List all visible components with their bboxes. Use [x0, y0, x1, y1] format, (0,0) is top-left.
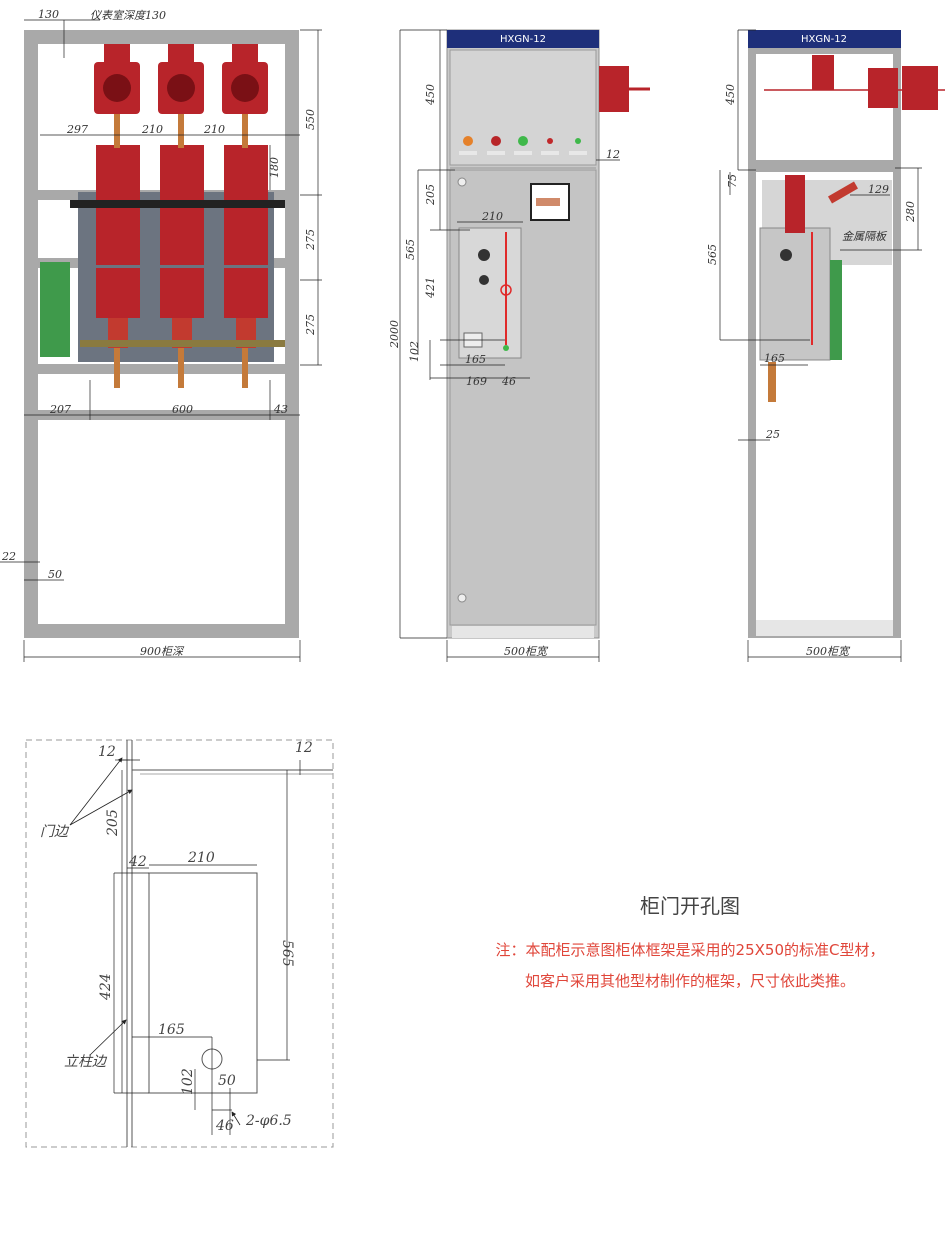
- door-cutout-window: [148, 872, 258, 1094]
- rear-top-insulator: [812, 55, 834, 90]
- door-dim-210: 210: [187, 850, 215, 866]
- front-dim-565: 565: [404, 239, 417, 260]
- door-dim-12b: 12: [295, 740, 313, 756]
- caption-note-line1: 注：本配柜示意图柜体框架是采用的25X50的标准C型材，: [495, 941, 885, 959]
- side-dim-275b: 275: [304, 314, 317, 336]
- rear-title-band: [748, 30, 901, 48]
- side-dim-550: 550: [304, 109, 317, 130]
- side-depth-label: 900柜深: [140, 645, 185, 658]
- side-frame-low-beam: [24, 364, 299, 374]
- door-dim-50: 50: [218, 1073, 236, 1089]
- rear-switch-panel: [759, 227, 831, 361]
- rear-width-label: 500柜宽: [806, 645, 851, 658]
- door-dim-205: 205: [105, 809, 121, 837]
- rear-view: HXGN-12: [706, 29, 945, 662]
- front-dim-46: 46: [501, 375, 516, 388]
- side-frame-right-post: [285, 30, 299, 638]
- secondary-wiring-block: [40, 262, 70, 357]
- door-lock-top: [457, 177, 467, 187]
- front-dim-2000: 2000: [388, 320, 401, 349]
- side-dim-600: 600: [172, 403, 193, 416]
- instrument-door: [449, 49, 597, 166]
- door-dim-46: 46: [215, 1118, 234, 1134]
- caption-note-line2: 如客户采用其他型材制作的框架，尺寸依此类推。: [524, 972, 855, 990]
- door-dim-42: 42: [128, 854, 147, 870]
- door-hole-spec: 2-φ6.5: [245, 1113, 292, 1129]
- rear-dim-450: 450: [724, 84, 737, 106]
- front-dim-12: 12: [606, 148, 620, 161]
- door-dim-102: 102: [180, 1068, 196, 1095]
- front-cable-bushing: [599, 66, 650, 112]
- insulator-columns: [96, 145, 268, 348]
- rear-dim-565: 565: [706, 244, 719, 265]
- side-frame-bottom-beam: [24, 624, 299, 638]
- front-model-title: HXGN-12: [500, 34, 546, 45]
- side-frame-top-beam: [24, 30, 299, 44]
- door-cutout-drawing: 12 12 205 门边 42 210 565 424 165 立柱边 102 …: [25, 739, 334, 1148]
- door-lock-bottom: [457, 593, 467, 603]
- door-dim-12a: 12: [98, 744, 116, 760]
- ground-shaft: [80, 340, 285, 347]
- side-dim-180: 180: [268, 157, 281, 178]
- front-plinth: [452, 626, 594, 638]
- side-dim-50: 50: [48, 568, 62, 581]
- side-dim-43: 43: [273, 403, 288, 416]
- door-edge-label: 门边: [40, 824, 70, 840]
- copper-busbars: [114, 114, 248, 388]
- rear-dim-25: 25: [765, 428, 780, 441]
- side-dim-130: 130: [38, 8, 59, 21]
- rear-dim-129: 129: [868, 183, 889, 196]
- side-dim-275a: 275: [304, 229, 317, 251]
- door-dim-424: 424: [98, 973, 114, 1001]
- rear-dim-165: 165: [764, 352, 785, 365]
- front-dim-205: 205: [424, 184, 437, 206]
- indicator-lamps: [459, 136, 587, 155]
- black-shaft: [70, 200, 285, 208]
- rear-bushing-a: [868, 68, 898, 108]
- front-dim-102: 102: [408, 341, 421, 362]
- front-dim-421: 421: [424, 277, 437, 299]
- front-view: HXGN-12: [388, 29, 650, 662]
- side-frame-left-post: [24, 30, 38, 638]
- side-dim-22: 22: [1, 550, 16, 563]
- rear-insulator: [785, 175, 805, 233]
- side-instrument-depth-label: 仪表室深度130: [90, 9, 166, 22]
- caption-title: 柜门开孔图: [640, 894, 740, 918]
- side-view: 130 仪表室深度130 297 210 210 550 180 275 275…: [0, 8, 322, 662]
- rear-bushing-b: [902, 66, 938, 110]
- lamp-small-green: [575, 138, 581, 144]
- front-dim-450: 450: [424, 84, 437, 106]
- lamp-orange: [463, 136, 473, 146]
- operating-knob: [478, 249, 490, 261]
- front-dim-210: 210: [481, 210, 503, 223]
- lamp-red: [491, 136, 501, 146]
- lamp-green: [518, 136, 528, 146]
- rear-partition-label: 金属隔板: [842, 230, 888, 243]
- pillar-edge-label: 立柱边: [64, 1054, 108, 1070]
- side-dim-207: 207: [49, 403, 71, 416]
- rear-dim-75: 75: [726, 174, 739, 188]
- front-title-band: [447, 30, 599, 48]
- rear-model-title: HXGN-12: [801, 34, 847, 45]
- front-dim-169: 169: [466, 375, 487, 388]
- side-dim-210b: 210: [203, 123, 225, 136]
- door-outline: [25, 739, 334, 1148]
- side-dim-297: 297: [66, 123, 88, 136]
- front-width-label: 500柜宽: [504, 645, 549, 658]
- door-dim-165: 165: [158, 1022, 185, 1038]
- rear-dim-280: 280: [904, 201, 917, 223]
- top-bushings: [94, 44, 268, 114]
- lamp-small-red: [547, 138, 553, 144]
- side-dim-210a: 210: [141, 123, 163, 136]
- door-dim-565: 565: [279, 940, 295, 967]
- front-dim-165: 165: [465, 353, 486, 366]
